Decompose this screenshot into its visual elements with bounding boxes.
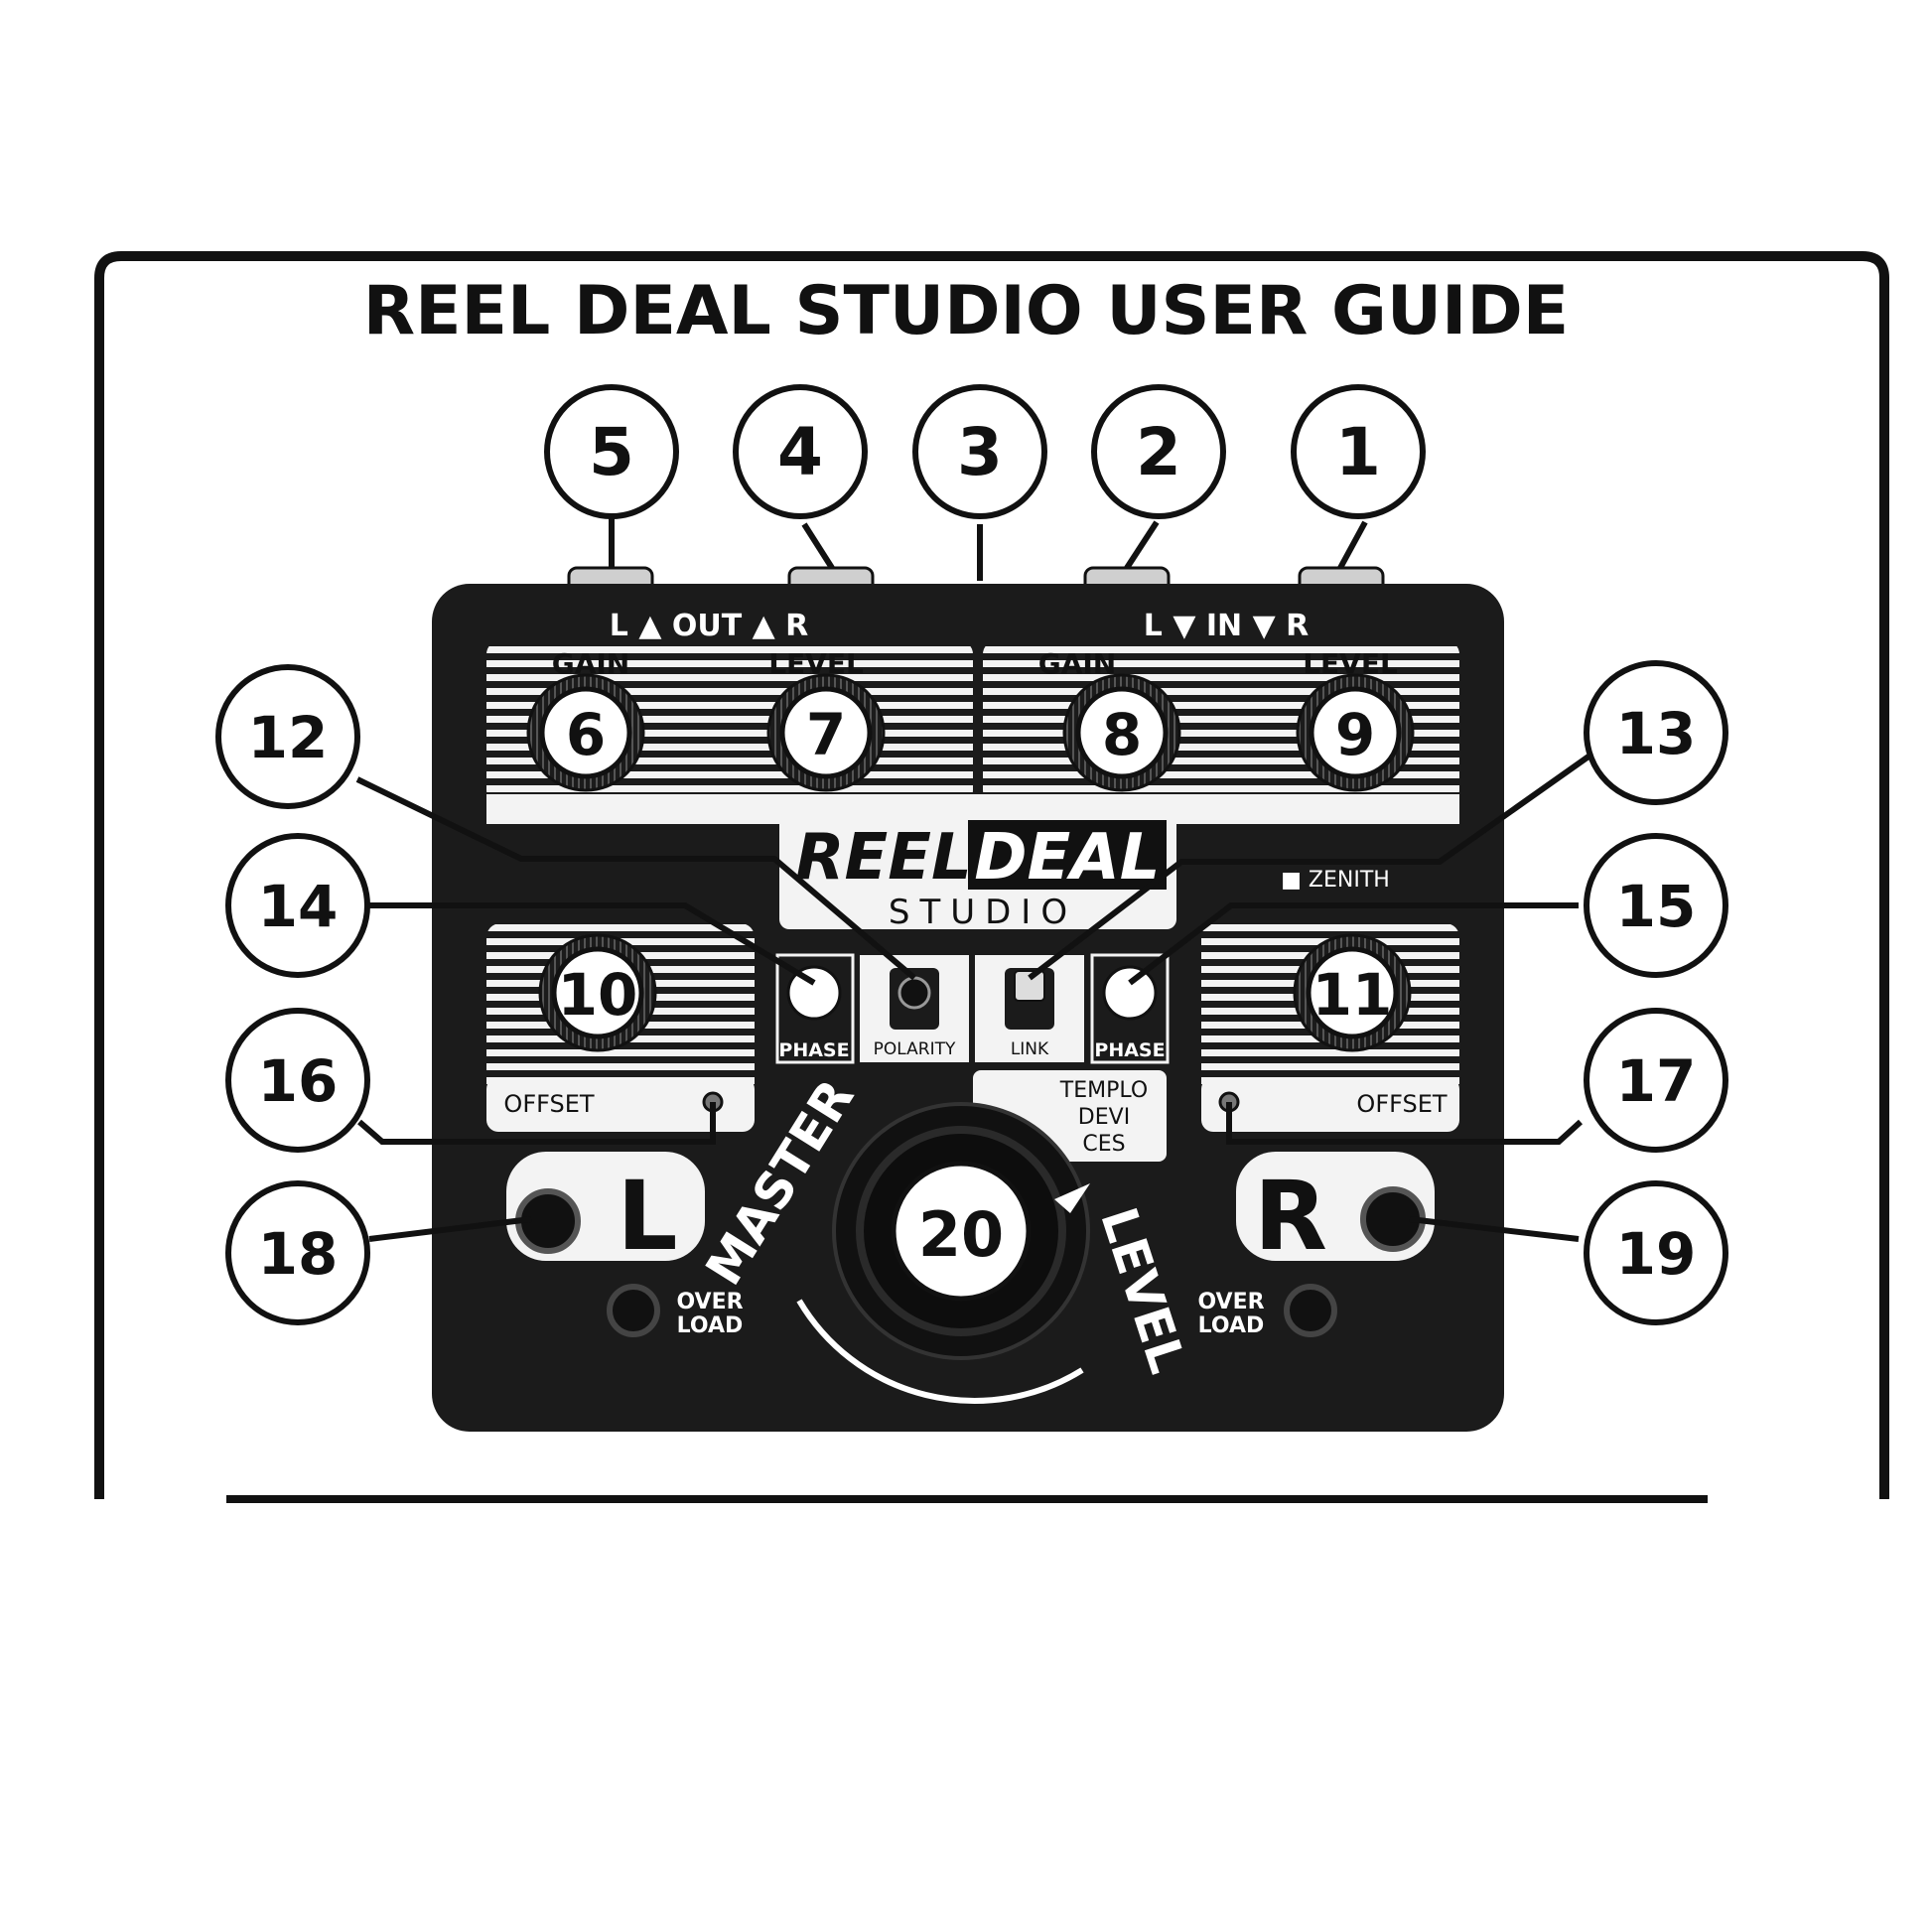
callout-12: 12 [215,664,360,809]
brand-line1: TEMPLO [1059,1078,1148,1103]
logo-studio: STUDIO [889,893,1077,932]
svg-text:14: 14 [258,873,339,940]
svg-text:5: 5 [589,414,634,490]
overload-left-led [607,1284,660,1337]
phase-left-label: PHASE [778,1039,849,1061]
callout-5: 5 [544,384,679,519]
overload-right-led [1284,1284,1337,1337]
callout-16: 16 [225,1008,370,1153]
svg-text:1: 1 [1335,414,1381,490]
svg-text:12: 12 [248,704,329,771]
offset-left-strip [486,1077,755,1132]
link-label: LINK [1011,1039,1049,1059]
polarity-label: POLARITY [874,1039,956,1059]
gain-right-label: GAIN [1038,647,1117,680]
offset-right-strip [1201,1077,1459,1132]
logo-deal-box [968,820,1167,890]
callout-15: 15 [1584,833,1728,978]
svg-text:3: 3 [957,414,1003,490]
level-left-knob[interactable]: 7 [766,673,886,792]
svg-text:18: 18 [258,1220,339,1288]
offset-left-knob[interactable]: 10 [538,933,657,1052]
callout-14: 14 [225,833,370,978]
callout-6: 6 [566,701,606,768]
callout-13: 13 [1584,660,1728,805]
callout-9: 9 [1335,701,1375,768]
offset-left-label: OFFSET [503,1090,594,1118]
overload-left-line2: LOAD [677,1313,744,1338]
phase-right-label: PHASE [1094,1039,1165,1061]
guide-title: REEL DEAL STUDIO USER GUIDE [363,272,1570,350]
in-label: L ▼ IN ▼ R [1144,609,1309,643]
svg-text:4: 4 [777,414,823,490]
overload-left-line1: OVER [676,1290,743,1314]
svg-text:15: 15 [1616,873,1697,940]
callout-1: 1 [1291,384,1426,519]
gain-left-knob[interactable]: 6 [526,673,645,792]
master-level-knob[interactable]: 20 [832,1102,1090,1360]
callout-10: 10 [558,961,638,1029]
leader-lines [355,514,1590,1242]
offset-right-knob[interactable]: 11 [1293,933,1412,1052]
callout-2: 2 [1091,384,1226,519]
callout-18: 18 [225,1180,370,1325]
logo-deal: DEAL [974,821,1160,895]
svg-text:16: 16 [258,1047,339,1115]
svg-text:2: 2 [1136,414,1181,490]
out-label: L ▲ OUT ▲ R [610,609,808,643]
callout-17: 17 [1584,1008,1728,1153]
brand-line2: DEVI [1078,1105,1130,1130]
svg-text:19: 19 [1616,1220,1697,1288]
callout-20: 20 [918,1198,1004,1271]
channel-letter-left: L [617,1161,677,1272]
channel-letter-right: R [1254,1161,1327,1272]
logo-zenith: ■ ZENITH [1281,868,1390,893]
level-right-knob[interactable]: 9 [1296,673,1415,792]
phase-right-button[interactable] [1102,965,1158,1021]
brand-line3: CES [1082,1132,1125,1157]
callout-8: 8 [1102,701,1142,768]
callout-4: 4 [733,384,868,519]
master-pointer-icon [1054,1183,1090,1213]
guide-frame [94,251,1889,1499]
svg-text:17: 17 [1616,1047,1697,1115]
callout-3: 3 [912,384,1047,519]
master-dial-arc [796,1299,1084,1404]
polarity-toggle[interactable] [897,976,931,1010]
callout-19: 19 [1584,1180,1728,1325]
overload-right-line1: OVER [1197,1290,1264,1314]
callout-11: 11 [1312,961,1393,1029]
gain-right-knob[interactable]: 8 [1062,673,1181,792]
offset-right-label: OFFSET [1356,1090,1447,1118]
link-toggle[interactable] [1014,970,1045,1002]
callout-7: 7 [806,701,846,768]
overload-right-line2: LOAD [1198,1313,1265,1338]
svg-text:13: 13 [1616,700,1697,767]
phase-left-button[interactable] [786,965,842,1021]
logo-reel: REEL [795,821,972,895]
